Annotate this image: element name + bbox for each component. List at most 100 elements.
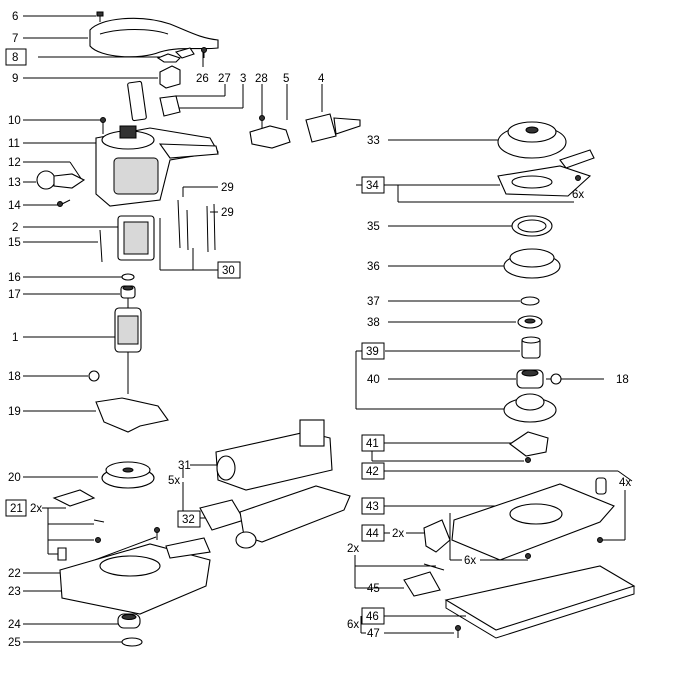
label-box-41 <box>361 434 385 452</box>
part-17-bearing <box>120 285 136 299</box>
label-box-39 <box>361 342 385 360</box>
label: 2x <box>392 528 404 540</box>
part-46-sanding-pad <box>444 565 636 639</box>
part-40-bearing <box>516 369 544 389</box>
part-12-13-knob <box>36 170 86 190</box>
label: 21 <box>10 503 23 515</box>
label: 32 <box>182 514 195 526</box>
label: 3 <box>240 73 246 85</box>
right-leader-lines <box>354 139 633 634</box>
label: 6x <box>464 555 476 567</box>
label: 9 <box>12 73 18 85</box>
label: 14 <box>8 200 21 212</box>
part-7-top-cover <box>89 17 219 58</box>
label-box-30 <box>217 261 241 279</box>
part-2-stator <box>117 215 155 261</box>
leader-lines <box>23 15 323 643</box>
label: 35 <box>367 221 380 233</box>
part-37-washer <box>520 296 540 306</box>
part-45-lever <box>403 571 441 597</box>
part-43-pad-frame <box>451 477 615 561</box>
label: 27 <box>218 73 231 85</box>
part-20-fan <box>101 461 155 489</box>
part-18-nut-right <box>550 373 562 385</box>
part-33-fan-impeller <box>497 121 595 169</box>
label: 13 <box>8 177 21 189</box>
label: 2x <box>30 503 42 515</box>
label-box-43 <box>361 497 385 515</box>
part-11-motor-housing <box>95 125 219 207</box>
label-box-34 <box>361 176 385 194</box>
part-42-screw <box>525 553 531 559</box>
part-5-holder <box>249 125 291 149</box>
part-39-eccentric <box>521 336 541 359</box>
part-24-bearing <box>117 613 141 629</box>
part-19-baffle <box>95 397 169 433</box>
label-box-42 <box>361 462 385 480</box>
label: 4 <box>318 73 325 85</box>
part-1-armature <box>114 298 142 394</box>
label: 17 <box>8 289 21 301</box>
label: 43 <box>366 501 379 513</box>
label: 31 <box>178 460 191 472</box>
label: 41 <box>366 438 379 450</box>
label: 22 <box>8 568 21 580</box>
part-27-switch <box>127 80 147 122</box>
part-16-washer <box>121 273 135 281</box>
part-34-plate <box>497 165 592 197</box>
label: 36 <box>367 261 380 273</box>
part-36-balance-housing <box>503 248 561 279</box>
part-23-lower-housing <box>59 537 211 615</box>
label: 24 <box>8 619 21 631</box>
label: 40 <box>367 374 380 386</box>
label: 18 <box>616 374 629 386</box>
label: 42 <box>366 466 379 478</box>
part-3-switch-body <box>159 95 181 117</box>
label: 12 <box>8 157 21 169</box>
label: 25 <box>8 637 21 649</box>
part-7-detail <box>99 29 169 35</box>
label: 5x <box>168 475 180 487</box>
part-29-brushes <box>177 199 216 253</box>
label: 29 <box>221 207 234 219</box>
label: 16 <box>8 272 21 284</box>
label: 6x <box>572 189 584 201</box>
label: 28 <box>255 73 268 85</box>
label: 6 <box>12 11 18 23</box>
part-39-bearing-housing <box>503 393 557 423</box>
part-47-screw <box>455 625 461 638</box>
label-box-44 <box>361 524 385 542</box>
part-6-screw <box>96 11 104 22</box>
part-35-seal-ring <box>511 215 553 237</box>
label: 6x <box>347 619 359 631</box>
label: 38 <box>367 317 380 329</box>
label: 34 <box>366 180 379 192</box>
label: 8 <box>12 52 18 64</box>
label-box-32 <box>177 510 201 528</box>
label: 10 <box>8 115 21 127</box>
label-box-8 <box>5 48 27 66</box>
label: 2 <box>12 222 18 234</box>
part-labels: 6 7 8 9 26 27 3 28 5 4 10 11 12 13 14 2 … <box>8 11 631 649</box>
label-box-21 <box>5 499 27 517</box>
part-38-bearing <box>517 315 543 329</box>
part-44-clamp <box>423 519 451 571</box>
part-41-cover <box>509 431 549 463</box>
label: 39 <box>366 346 379 358</box>
label: 33 <box>367 135 380 147</box>
part-4-cable <box>305 113 361 143</box>
label: 23 <box>8 586 21 598</box>
label: 47 <box>367 628 380 640</box>
label: 37 <box>367 296 380 308</box>
label: 26 <box>196 73 209 85</box>
label: 20 <box>8 472 21 484</box>
part-15-screw <box>99 229 103 263</box>
label: 44 <box>366 528 379 540</box>
label: 46 <box>366 611 379 623</box>
part-9-bracket <box>159 65 181 89</box>
part-18-nut <box>88 370 100 382</box>
label: 2x <box>347 543 359 555</box>
part-32-extraction-adapter <box>199 485 351 549</box>
